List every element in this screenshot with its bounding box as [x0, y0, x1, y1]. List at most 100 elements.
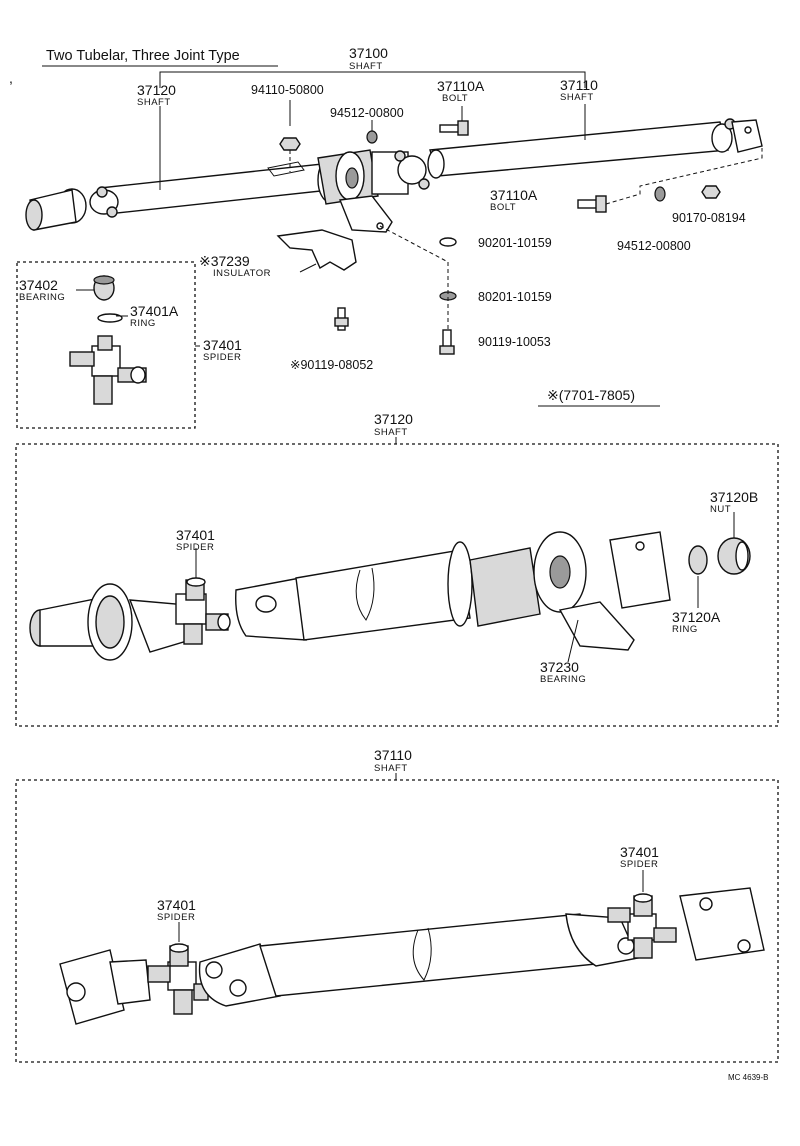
- mid-tube: [295, 549, 471, 641]
- mid-ring-name: RING: [672, 624, 698, 635]
- mid-splined-shaft: [469, 547, 541, 627]
- mid-tube-flange: [447, 541, 473, 627]
- bot-left-spider-name: SPIDER: [157, 912, 195, 923]
- front-ujoint-cap: [96, 186, 108, 198]
- bot-right-flange-hole-b: [737, 939, 751, 953]
- bot-left-yoke: [109, 959, 151, 1005]
- bolt-37110A-a-head: [457, 120, 469, 136]
- label-37120-num: 37120: [137, 82, 176, 98]
- mid-spider-name: SPIDER: [176, 542, 214, 553]
- center-bearing-bracket: [339, 195, 393, 233]
- dash-bracket-bolt: [379, 225, 449, 263]
- corner-mark: ,: [9, 70, 13, 86]
- leader-insulator: [299, 263, 317, 273]
- bot-left-spider-top-end: [169, 943, 189, 953]
- label-insulator-name: INSULATOR: [213, 268, 271, 279]
- label-90119-10053: 90119-10053: [478, 335, 551, 349]
- mid-nut-face: [735, 541, 749, 571]
- label-37402-name: BEARING: [19, 292, 65, 303]
- nut-94110: [279, 137, 301, 151]
- label-37110A-b-name: BOLT: [490, 202, 516, 213]
- label-37110-name: SHAFT: [560, 92, 594, 103]
- bot-tube: [259, 913, 597, 997]
- rear-shaft-yoke: [427, 149, 445, 179]
- mid-slip-yoke-hole: [255, 595, 277, 613]
- mid-companion-flange: [609, 531, 671, 609]
- label-90201-b: 80201-10159: [478, 290, 552, 304]
- diagram-title: Two Tubelar, Three Joint Type: [46, 48, 240, 64]
- label-37120-name: SHAFT: [137, 97, 171, 108]
- mid-spider-cap-top-end: [186, 577, 206, 587]
- bot-right-flange-hole-a: [699, 897, 713, 911]
- assembly-name: SHAFT: [349, 61, 383, 72]
- bot-right-spider-top-end: [633, 893, 653, 903]
- spider-cap-right: [130, 366, 146, 384]
- label-90119-08052: ※90119-08052: [290, 358, 373, 372]
- label-90201-a: 90201-10159: [478, 236, 552, 250]
- washer-90201-a: [439, 237, 457, 247]
- bottom-panel-box: [15, 779, 779, 1063]
- washer-94512-a: [366, 130, 378, 144]
- washer-94512-b: [654, 186, 666, 202]
- mid-leader-bearing: [567, 619, 579, 663]
- bolt-37110A-b-head: [595, 195, 607, 213]
- mid-nut-num: 37120B: [710, 489, 758, 505]
- label-37402-num: 37402: [19, 277, 58, 293]
- label-37401-num: 37401: [203, 337, 242, 353]
- rear-yoke: [711, 123, 733, 153]
- rear-flange: [731, 119, 763, 153]
- bot-yoke-hole-a: [205, 961, 223, 979]
- bot-left-flange-hole: [66, 982, 86, 1002]
- mid-sleeve-inner: [95, 595, 125, 649]
- middle-ujoint-cap: [394, 150, 406, 162]
- label-37401-name: SPIDER: [203, 352, 241, 363]
- label-94512-b: 94512-00800: [617, 239, 691, 253]
- bot-yoke-hole-b: [229, 979, 247, 997]
- center-bearing-hole: [345, 167, 359, 189]
- bearing-37402-top: [93, 275, 115, 285]
- bot-right-spider-right: [653, 927, 677, 943]
- bot-left-tube-yoke: [198, 943, 281, 1007]
- label-94512-a: 94512-00800: [330, 106, 404, 120]
- bolt-90119-10053-head: [439, 345, 455, 355]
- nut-90170: [701, 185, 721, 199]
- spider-arm-bottom: [93, 375, 113, 405]
- spider-detail-box: [16, 261, 196, 429]
- label-37110A-a-num: 37110A: [437, 78, 485, 94]
- front-sleeve-end: [25, 199, 43, 231]
- front-ujoint-cap-2: [106, 206, 118, 218]
- bottom-shaft-name: SHAFT: [374, 763, 408, 774]
- bot-right-flange: [679, 887, 765, 961]
- bolt-90119-10053: [442, 329, 452, 349]
- bot-right-spider: [627, 913, 657, 941]
- bot-right-spider-num: 37401: [620, 844, 659, 860]
- bottom-shaft-num: 37110: [374, 747, 412, 763]
- mid-nut-name: NUT: [710, 504, 731, 515]
- label-37401A-name: RING: [130, 318, 156, 329]
- bottom-shaft-drawing: [59, 887, 765, 1025]
- bolt-90119-08052-head: [334, 317, 349, 327]
- label-37110A-b-num: 37110A: [490, 187, 538, 203]
- assembly-number: 37100: [349, 45, 388, 61]
- ring-37401A: [97, 313, 123, 323]
- insulator-37239: [276, 229, 357, 271]
- mid-ring-num: 37120A: [672, 609, 721, 625]
- mid-ring-37120A: [688, 545, 708, 575]
- middle-shaft-name: SHAFT: [374, 427, 408, 438]
- middle-shaft-drawing: [29, 531, 751, 661]
- middle-ujoint-cap-2: [418, 178, 430, 190]
- label-37401A-num: 37401A: [130, 303, 179, 319]
- mid-spider-cap-right-end: [217, 613, 231, 631]
- middle-panel-box: [15, 443, 779, 727]
- mid-bearing-name: BEARING: [540, 674, 586, 685]
- rear-shaft-tube: [429, 121, 729, 177]
- middle-shaft-num: 37120: [374, 411, 413, 427]
- insulator-top-strip: [267, 161, 305, 177]
- label-37110-num: 37110: [560, 77, 598, 93]
- bolt-37110A-a-shank: [439, 124, 461, 133]
- bot-left-spider-bottom: [173, 989, 193, 1015]
- middle-ujoint: [397, 155, 427, 185]
- mid-tube-break: [355, 567, 375, 621]
